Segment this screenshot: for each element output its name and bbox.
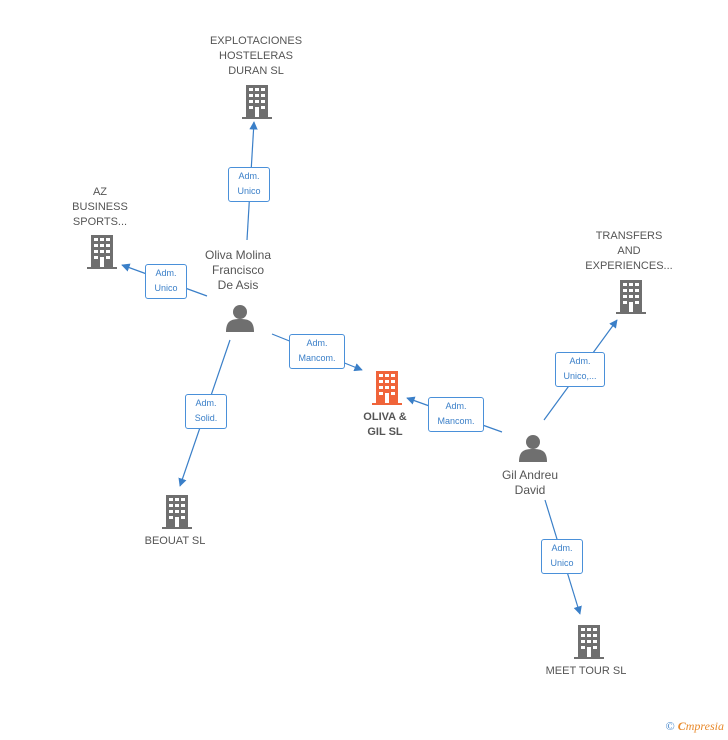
node-person-gil-andreu[interactable]: Gil Andreu David: [485, 468, 575, 498]
edge-label-line: Adm.: [569, 356, 591, 366]
company-building-icon: [87, 235, 117, 269]
edge-label-line: Mancom.: [298, 353, 336, 363]
edge-label-adm-solid[interactable]: Adm. Solid.: [185, 394, 227, 429]
company-building-icon: [242, 85, 272, 119]
node-label-line: SPORTS...: [72, 216, 128, 228]
edge-label-adm-unico[interactable]: Adm. Unico: [145, 264, 187, 299]
node-label-line: EXPERIENCES...: [585, 260, 673, 272]
node-label-line: DURAN SL: [228, 65, 284, 77]
node-label-line: EXPLOTACIONES: [209, 35, 303, 47]
node-label-line: GIL SL: [367, 426, 403, 438]
brand-initial: C: [677, 719, 686, 733]
edge-label-line: Unico,...: [563, 371, 597, 381]
edge-label-adm-mancom[interactable]: Adm. Mancom.: [289, 334, 345, 369]
edge-label-line: Adm.: [445, 401, 467, 411]
node-label-line: BEOUAT SL: [144, 535, 206, 547]
node-transfers-and-experiences[interactable]: TRANSFERS AND EXPERIENCES...: [578, 229, 680, 274]
node-label-line: De Asis: [217, 278, 259, 292]
edge-label-line: Solid.: [194, 413, 218, 423]
edge-label-adm-mancom[interactable]: Adm. Mancom.: [428, 397, 484, 432]
person-icon: [226, 305, 254, 332]
node-person-oliva-molina[interactable]: Oliva Molina Francisco De Asis: [188, 248, 288, 293]
edge-label-line: Adm.: [155, 268, 177, 278]
node-label-line: Oliva Molina: [204, 248, 272, 262]
edge-label-line: Mancom.: [437, 416, 475, 426]
node-label-line: MEET TOUR SL: [545, 665, 627, 677]
edge-label-line: Unico: [550, 558, 574, 568]
focus-company-building-icon: [372, 371, 402, 405]
node-explotaciones-hosteleras[interactable]: EXPLOTACIONES HOSTELERAS DURAN SL: [196, 34, 316, 79]
company-building-icon: [616, 280, 646, 314]
edge-label-adm-unico[interactable]: Adm. Unico: [228, 167, 270, 202]
edge-label-adm-unico[interactable]: Adm. Unico: [541, 539, 583, 574]
empresia-credit: © Cmpresia: [666, 719, 724, 734]
empresia-logo: Cmpresia: [678, 719, 724, 733]
node-label-line: David: [514, 483, 546, 497]
node-oliva-gil-focus[interactable]: OLIVA & GIL SL: [350, 410, 420, 440]
node-label-line: OLIVA &: [363, 411, 407, 423]
edge-label-line: Adm.: [238, 171, 260, 181]
node-label-line: TRANSFERS: [595, 230, 663, 242]
company-building-icon: [162, 495, 192, 529]
brand-rest: mpresia: [685, 719, 724, 733]
copyright-symbol: ©: [665, 719, 675, 733]
node-beouat[interactable]: BEOUAT SL: [130, 534, 220, 549]
edge-label-line: Adm.: [195, 398, 217, 408]
node-label-line: HOSTELERAS: [219, 50, 293, 62]
node-label-line: AZ: [92, 186, 108, 198]
edge-label-line: Unico: [237, 186, 261, 196]
node-label-line: BUSINESS: [72, 201, 128, 213]
edge-label-adm-unico[interactable]: Adm. Unico,...: [555, 352, 605, 387]
node-label-line: AND: [617, 245, 641, 257]
person-icon: [519, 435, 547, 462]
node-label-line: Gil Andreu: [501, 468, 559, 482]
edge-label-line: Unico: [154, 283, 178, 293]
edge-label-line: Adm.: [306, 338, 328, 348]
node-meet-tour[interactable]: MEET TOUR SL: [536, 664, 636, 679]
company-building-icon: [574, 625, 604, 659]
node-az-business-sports[interactable]: AZ BUSINESS SPORTS...: [55, 185, 145, 230]
edge-label-line: Adm.: [551, 543, 573, 553]
node-label-line: Francisco: [211, 263, 264, 277]
